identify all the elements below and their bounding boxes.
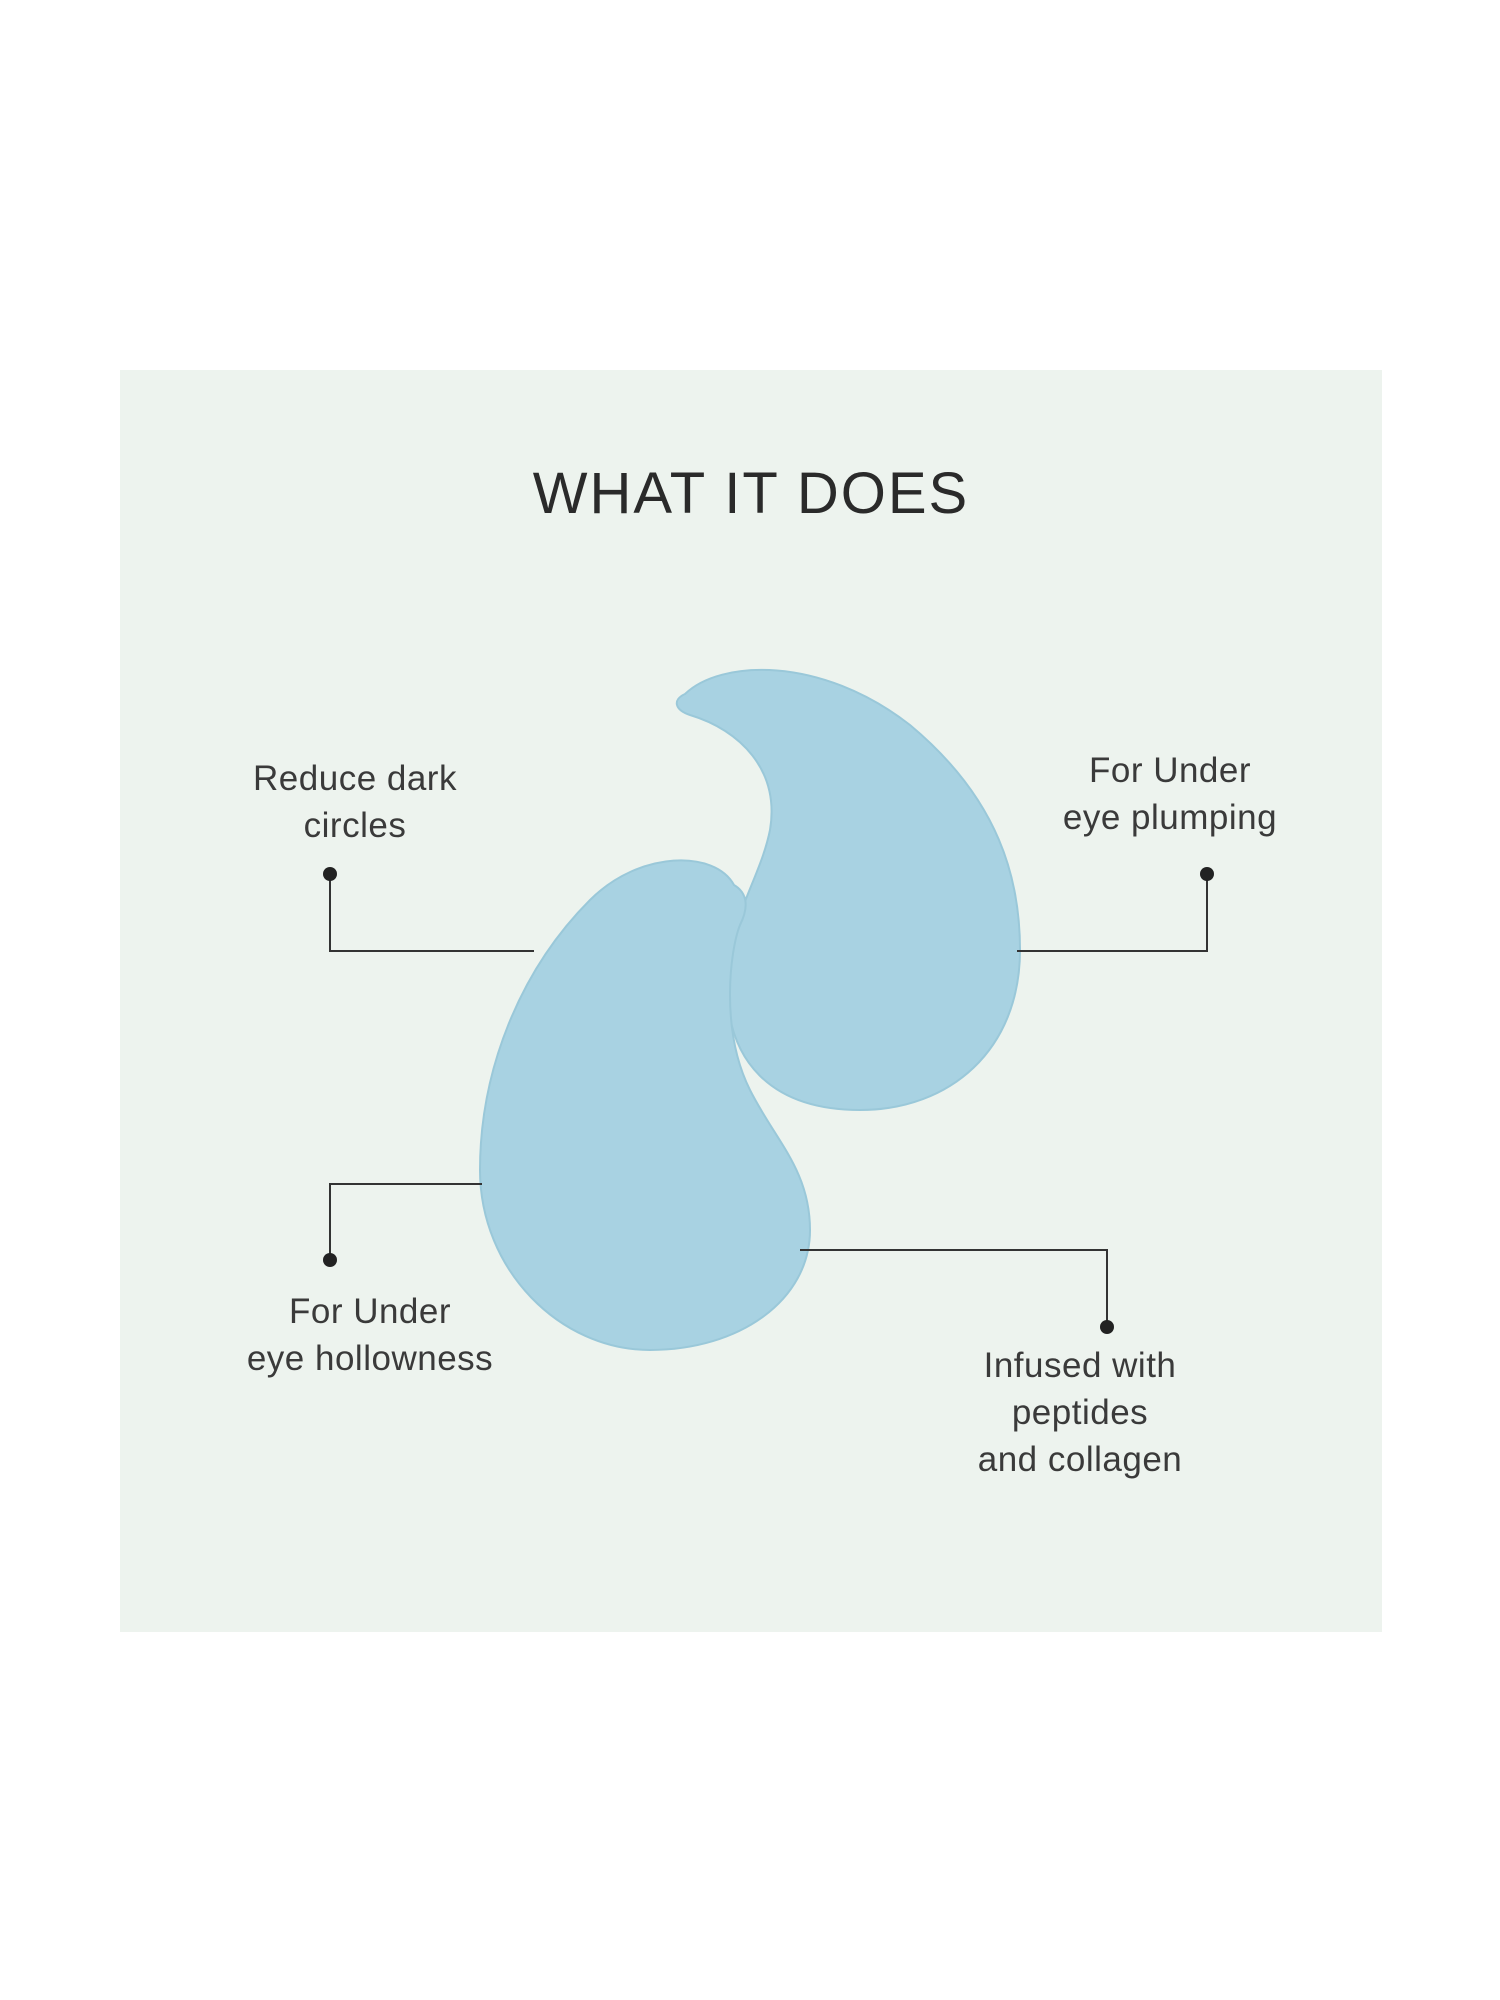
connector-bottom-left <box>329 1183 482 1260</box>
benefit-under-eye-plumping: For Under eye plumping <box>1010 747 1330 841</box>
connector-dot-bottom-right <box>1100 1320 1114 1334</box>
benefit-line: For Under <box>1088 751 1252 790</box>
eye-patch-lower <box>478 859 812 1352</box>
connector-dot-top-right <box>1200 867 1214 881</box>
benefit-line: For Under <box>288 1292 452 1331</box>
benefit-line: eye plumping <box>1062 798 1278 837</box>
benefit-line: eye hollowness <box>246 1339 494 1378</box>
connector-dot-bottom-left <box>323 1253 337 1267</box>
connector-top-left <box>329 874 534 952</box>
benefit-line: Reduce dark <box>253 759 457 798</box>
benefit-peptides-collagen: Infused with peptides and collagen <box>930 1342 1230 1483</box>
benefit-line: Infused with <box>983 1346 1177 1385</box>
eye-patch-upper <box>675 668 1022 1112</box>
connector-top-right <box>1017 874 1208 952</box>
benefit-line: peptides <box>1011 1393 1149 1432</box>
eye-patch-illustration <box>323 668 1214 1352</box>
benefits-panel: WHAT IT DOES Reduce dark circles For U <box>120 370 1382 1632</box>
connector-dot-top-left <box>323 867 337 881</box>
section-title: WHAT IT DOES <box>532 461 970 526</box>
benefit-reduce-dark-circles: Reduce dark circles <box>190 755 520 849</box>
benefit-under-eye-hollowness: For Under eye hollowness <box>180 1288 560 1382</box>
benefit-line: circles <box>303 806 407 845</box>
connector-bottom-right <box>800 1249 1108 1327</box>
benefit-line: and collagen <box>977 1440 1183 1479</box>
